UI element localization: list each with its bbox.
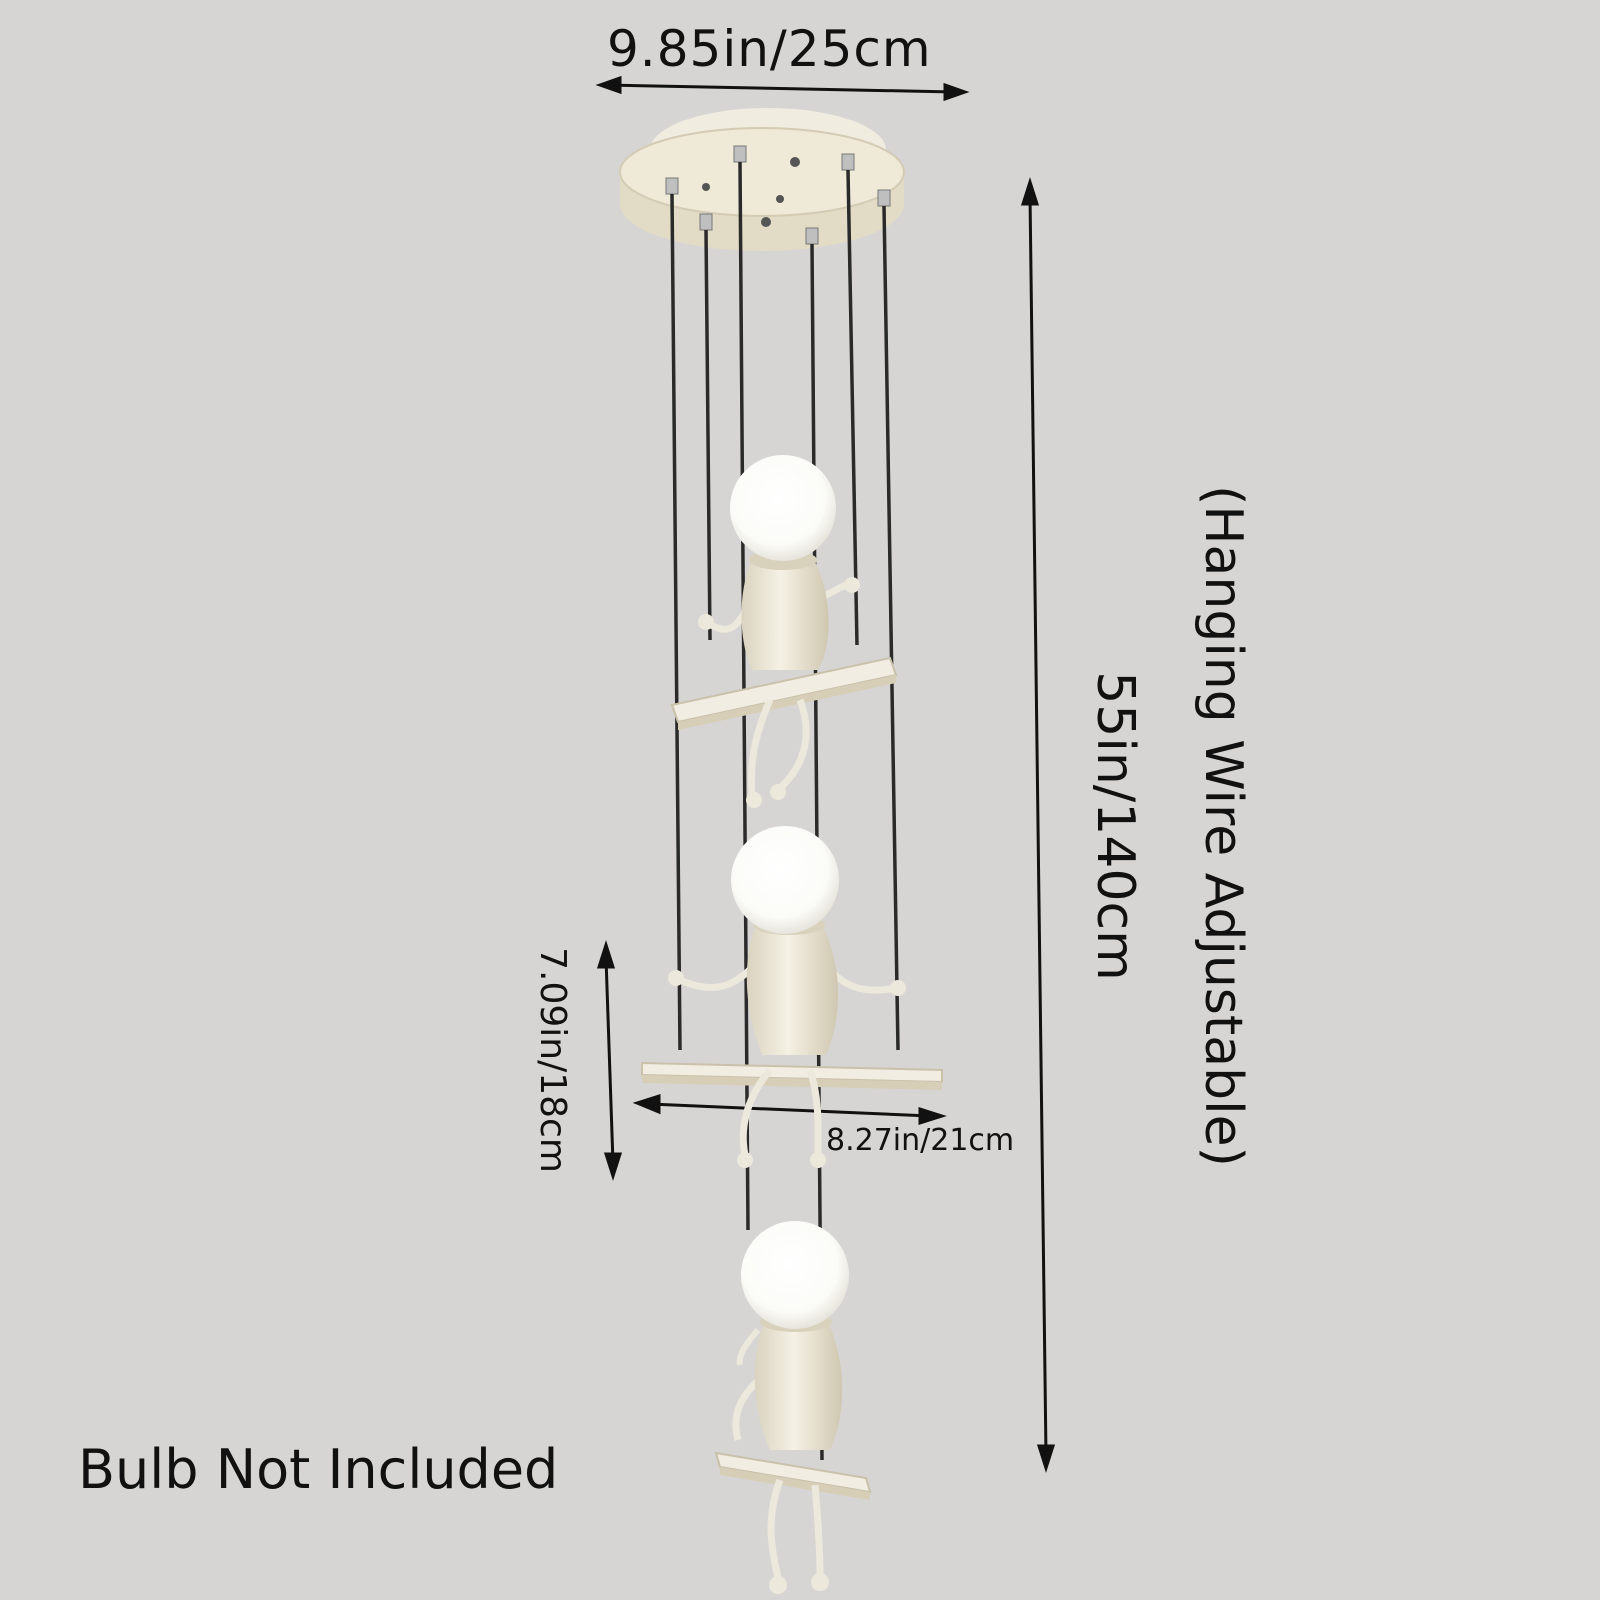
lamp-figure-middle [641,826,943,1168]
total-drop-label: 55in/140cm [1085,671,1145,981]
canopy-width-label: 9.85in/25cm [607,20,932,78]
seat-width-arrow [632,1093,947,1126]
bulb-not-included-label: Bulb Not Included [78,1438,559,1501]
seat-width-label: 8.27in/21cm [826,1123,1015,1158]
canopy-width-arrow [595,75,970,102]
lamp-figure-bottom [714,1221,872,1594]
seat-height-arrow [596,940,623,1181]
ceiling-canopy [619,108,905,251]
lamp-figure-top [670,455,898,808]
seat-height-label: 7.09in/18cm [532,947,573,1173]
wire-adjustable-label: (Hanging Wire Adjustable) [1193,485,1253,1167]
total-drop-arrow [1020,177,1056,1473]
